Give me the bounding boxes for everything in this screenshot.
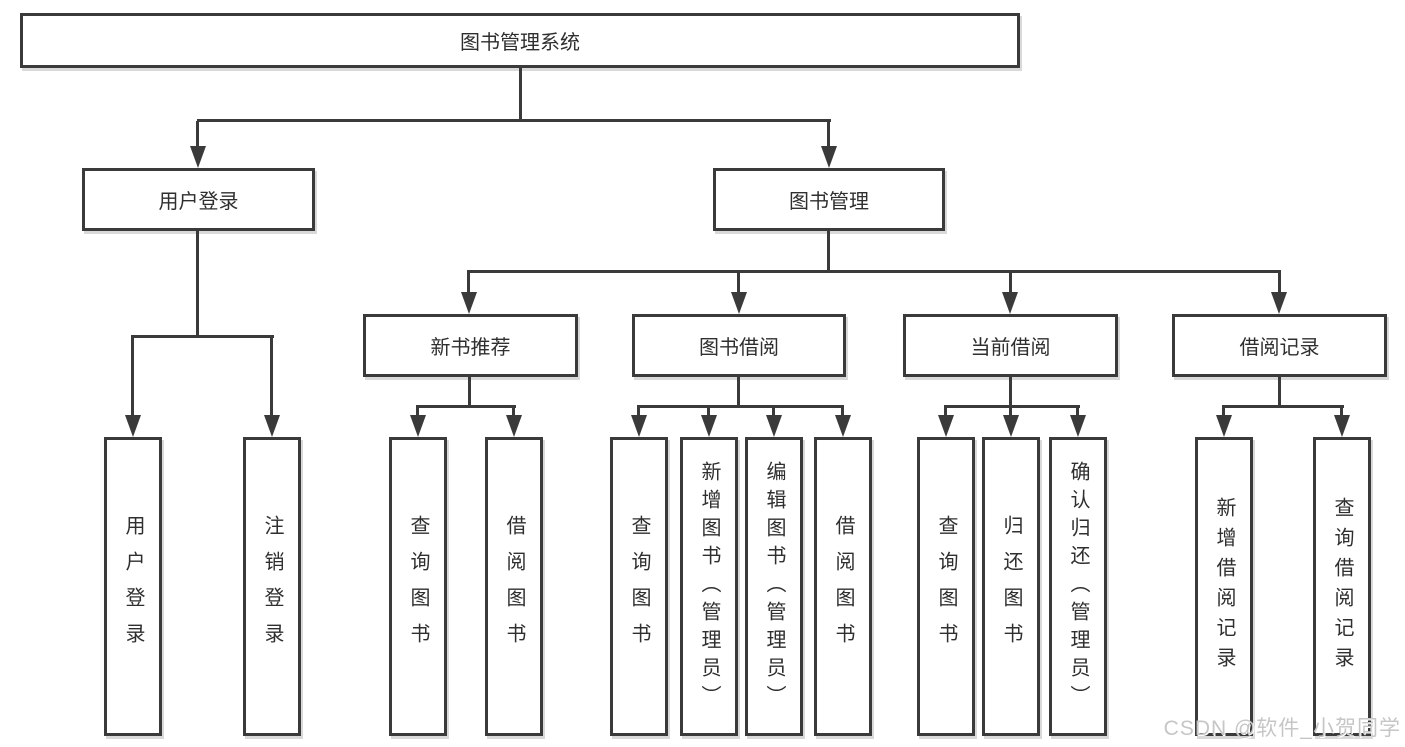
arrow-down-icon [125,415,141,437]
leaf-confirm-return-admin-label: 确认归还（管理员） [1067,460,1089,713]
connector-book-borrow-stem [737,377,740,408]
connector-drop [1076,405,1079,420]
connector-drop [512,405,515,420]
node-new-book-recommend-label: 新书推荐 [430,337,511,359]
connector-drop [1340,405,1343,420]
arrow-down-icon [821,146,837,168]
connector-new-book-stem [468,377,471,408]
leaf-query-borrow-record: 查询借阅记录 [1313,437,1371,736]
connector-user-login-stem [196,231,199,338]
node-new-book-recommend: 新书推荐 [363,314,578,377]
leaf-query-books-recommend: 查询图书 [389,437,447,736]
leaf-logout-login: 注销登录 [243,437,301,736]
connector-drop [841,405,844,420]
connector-borrow-records-stem [1278,377,1281,408]
connector-root-bar [197,119,831,122]
node-book-borrowing: 图书借阅 [632,314,846,377]
connector-drop [1222,405,1225,420]
arrow-down-icon [631,415,647,437]
connector-current-borrow-stem [1009,377,1012,408]
leaf-add-books-admin: 新增图书（管理员） [680,437,738,736]
connector-drop-borrow-records [1278,273,1281,295]
connector-book-management-bar [467,270,1281,273]
leaf-borrow-books-recommend-label: 借阅图书 [503,514,525,659]
connector-drop-user-login [196,121,199,151]
leaf-add-borrow-record: 新增借阅记录 [1195,437,1253,736]
node-root-label: 图书管理系统 [460,32,580,54]
arrow-down-icon [766,415,782,437]
connector-drop-current-borrow [1009,273,1012,295]
node-borrowing-records: 借阅记录 [1172,314,1387,377]
connector-drop-new-book [467,273,470,295]
arrow-down-icon [264,415,280,437]
leaf-query-books-recommend-label: 查询图书 [407,514,429,659]
leaf-add-books-admin-label: 新增图书（管理员） [698,460,720,713]
leaf-borrow-books-borrowing-label: 借阅图书 [832,514,854,659]
connector-new-book-bar [416,405,516,408]
leaf-user-login: 用户登录 [104,437,162,736]
connector-current-borrow-bar [944,405,1080,408]
arrow-down-icon [190,146,206,168]
arrow-down-icon [938,415,954,437]
node-book-management: 图书管理 [713,168,945,231]
leaf-query-books-current-label: 查询图书 [935,514,957,659]
arrow-down-icon [1003,415,1019,437]
arrow-down-icon [731,292,747,314]
arrow-down-icon [1271,292,1287,314]
arrow-down-icon [1334,415,1350,437]
watermark: CSDN @软件_小贺同学 [1163,717,1401,740]
arrow-down-icon [1002,292,1018,314]
leaf-edit-books-admin-label: 编辑图书（管理员） [763,460,785,713]
leaf-logout-login-label: 注销登录 [261,514,283,659]
leaf-query-books-current: 查询图书 [917,437,975,736]
leaf-add-borrow-record-label: 新增借阅记录 [1213,496,1235,677]
node-root: 图书管理系统 [20,13,1020,68]
connector-book-borrow-bar [637,405,844,408]
connector-drop [772,405,775,420]
connector-root-stem [519,68,522,121]
node-user-login-label: 用户登录 [158,191,239,213]
leaf-query-borrow-record-label: 查询借阅记录 [1331,496,1353,677]
connector-drop [944,405,947,420]
arrow-down-icon [410,415,426,437]
leaf-return-books: 归还图书 [982,437,1040,736]
leaf-borrow-books-recommend: 借阅图书 [485,437,543,736]
arrow-down-icon [701,415,717,437]
node-book-borrowing-label: 图书借阅 [699,337,779,359]
leaf-query-books-borrowing-label: 查询图书 [628,514,650,659]
leaf-edit-books-admin: 编辑图书（管理员） [745,437,803,736]
arrow-down-icon [506,415,522,437]
connector-drop-book-management [827,121,830,151]
node-borrowing-records-label: 借阅记录 [1239,337,1320,359]
connector-drop [637,405,640,420]
arrow-down-icon [1216,415,1232,437]
leaf-user-login-label: 用户登录 [122,514,144,659]
connector-book-management-stem [827,231,830,273]
connector-drop [707,405,710,420]
connector-drop [1009,405,1012,420]
node-current-borrowing-label: 当前借阅 [970,337,1051,359]
node-current-borrowing: 当前借阅 [903,314,1118,377]
arrow-down-icon [835,415,851,437]
arrow-down-icon [1070,415,1086,437]
leaf-borrow-books-borrowing: 借阅图书 [814,437,872,736]
leaf-return-books-label: 归还图书 [1000,514,1022,659]
connector-drop [416,405,419,420]
connector-borrow-records-bar [1222,405,1344,408]
connector-drop-book-borrow [737,273,740,295]
node-book-management-label: 图书管理 [789,191,869,213]
arrow-down-icon [461,292,477,314]
connector-drop-leaf-logout [270,338,273,418]
connector-drop-leaf-user-login [131,338,134,418]
connector-user-login-bar [131,335,274,338]
leaf-query-books-borrowing: 查询图书 [610,437,668,736]
node-user-login: 用户登录 [82,168,315,231]
leaf-confirm-return-admin: 确认归还（管理员） [1049,437,1107,736]
